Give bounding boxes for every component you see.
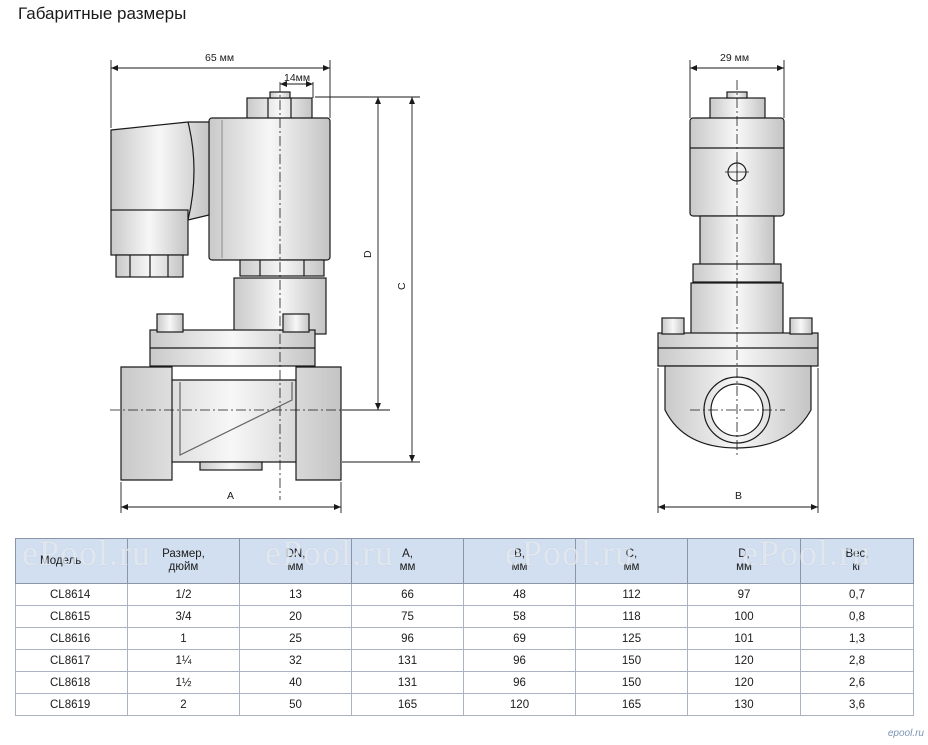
cell-a: 96 [351,627,464,650]
cell-dn: 40 [239,671,352,694]
cell-a: 66 [351,583,464,606]
spec-table-body: CL8614 1/2 13 66 48 112 97 0,7 CL8615 3/… [15,583,914,716]
side-view-valve [657,91,819,449]
front-offset-label: 14мм [284,72,310,84]
front-centerlines [110,82,350,500]
cell-size: 1/2 [127,583,240,606]
dim-c-label: C [396,282,408,290]
cell-model: CL8614 [15,583,128,606]
cell-model: CL8619 [15,693,128,716]
front-view-valve [110,91,342,481]
cell-weight: 0,7 [800,583,914,606]
dim-d-label: D [362,250,374,258]
cell-b: 48 [463,583,576,606]
bonnet-bolt-left [156,313,184,333]
cell-model: CL8618 [15,671,128,694]
cell-c: 150 [575,649,688,672]
coil-nut [239,259,325,277]
cell-c: 112 [575,583,688,606]
cell-d: 101 [687,627,801,650]
cell-model: CL8616 [15,627,128,650]
cell-dn: 25 [239,627,352,650]
cell-size: 2 [127,693,240,716]
cell-a: 131 [351,649,464,672]
cell-a: 75 [351,605,464,628]
cell-d: 97 [687,583,801,606]
dimension-drawing: 65 мм 14мм A D C 29 мм B [110,52,819,513]
cell-dn: 20 [239,605,352,628]
side-coil-lower [699,215,775,267]
cell-b: 96 [463,671,576,694]
header-c: C,мм [575,538,688,584]
table-row: CL8619 2 50 165 120 165 130 3,6 [15,693,914,716]
cell-b: 96 [463,649,576,672]
dim-a-label: A [227,490,234,502]
spec-table: Модель Размер,дюйм DN,мм A,мм B,мм C,мм … [15,538,914,716]
cell-size: 1¼ [127,649,240,672]
front-dimensions [110,60,420,513]
top-nut [246,97,313,121]
cell-c: 165 [575,693,688,716]
page-title: Габаритные размеры [18,4,187,23]
cell-size: 3/4 [127,605,240,628]
cell-dn: 13 [239,583,352,606]
cell-size: 1 [127,627,240,650]
cell-weight: 2,6 [800,671,914,694]
header-b: B,мм [463,538,576,584]
cell-c: 125 [575,627,688,650]
side-centerlines [690,80,785,455]
side-bolt-right [789,317,813,335]
cell-d: 120 [687,649,801,672]
header-d: D,мм [687,538,801,584]
table-row: CL8618 1½ 40 131 96 150 120 2,6 [15,671,914,694]
side-width-label: 29 мм [720,52,749,64]
cell-weight: 0,8 [800,605,914,628]
side-bonnet [657,332,819,367]
cell-c: 118 [575,605,688,628]
table-row: CL8617 1¼ 32 131 96 150 120 2,8 [15,649,914,672]
cell-model: CL8615 [15,605,128,628]
cell-model: CL8617 [15,649,128,672]
cell-b: 58 [463,605,576,628]
bonnet-bolt-right [282,313,310,333]
cell-weight: 1,3 [800,627,914,650]
cell-b: 120 [463,693,576,716]
table-row: CL8614 1/2 13 66 48 112 97 0,7 [15,583,914,606]
coil-body [208,117,331,261]
table-row: CL8615 3/4 20 75 58 118 100 0,8 [15,605,914,628]
header-dn: DN,мм [239,538,352,584]
cell-d: 120 [687,671,801,694]
cell-weight: 3,6 [800,693,914,716]
cell-dn: 50 [239,693,352,716]
cell-c: 150 [575,671,688,694]
table-row: CL8616 1 25 96 69 125 101 1,3 [15,627,914,650]
cell-b: 69 [463,627,576,650]
dim-b-label: B [735,490,742,502]
side-top-nut [709,97,766,121]
cell-dn: 32 [239,649,352,672]
cell-size: 1½ [127,671,240,694]
spec-table-header: Модель Размер,дюйм DN,мм A,мм B,мм C,мм … [15,538,914,584]
cell-a: 165 [351,693,464,716]
front-width-label: 65 мм [205,52,234,64]
cell-d: 100 [687,605,801,628]
header-model: Модель [15,538,128,584]
side-bolt-left [661,317,685,335]
header-a: A,мм [351,538,464,584]
corner-logo: epool.ru [887,728,924,739]
side-dimensions [657,60,819,513]
header-size: Размер,дюйм [127,538,240,584]
cell-d: 130 [687,693,801,716]
header-weight: Вес,кг [800,538,914,584]
cell-weight: 2,8 [800,649,914,672]
cell-a: 131 [351,671,464,694]
